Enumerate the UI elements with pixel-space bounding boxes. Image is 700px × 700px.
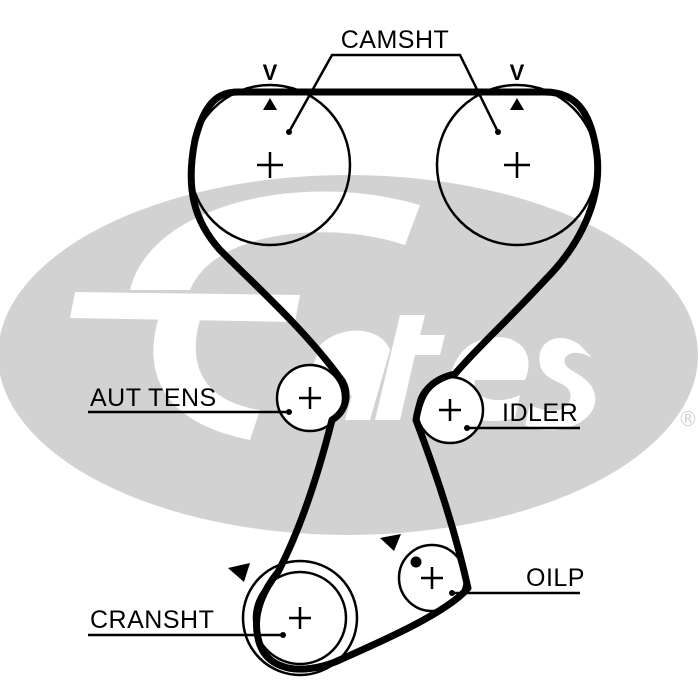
crankshaft-timing-arrow-icon: [228, 563, 250, 582]
camshaft-label: CAMSHT: [341, 26, 450, 54]
oil-pump-label: OILP: [526, 564, 585, 592]
gates-watermark-logo: ®: [0, 175, 698, 535]
oil-pump-pulley: [397, 543, 467, 613]
component-labels: CAMSHT AUT TENS IDLER OILP CRANSHT: [90, 26, 585, 634]
timing-belt: [187, 88, 602, 673]
right-timing-mark-letter: V: [510, 60, 525, 85]
crankshaft-label: CRANSHT: [90, 606, 214, 634]
tensioner-label: AUT TENS: [90, 384, 217, 412]
oil-pump-timing-arrow-icon: [380, 534, 401, 551]
left-timing-mark-letter: V: [263, 60, 278, 85]
right-timing-arrow-icon: [510, 98, 524, 110]
registered-mark: ®: [678, 407, 698, 431]
timing-marks: V V: [228, 60, 525, 582]
leader-lines: [88, 53, 580, 637]
camshaft-leader: [287, 53, 500, 133]
idler-label: IDLER: [502, 399, 578, 427]
left-timing-arrow-icon: [263, 98, 277, 110]
